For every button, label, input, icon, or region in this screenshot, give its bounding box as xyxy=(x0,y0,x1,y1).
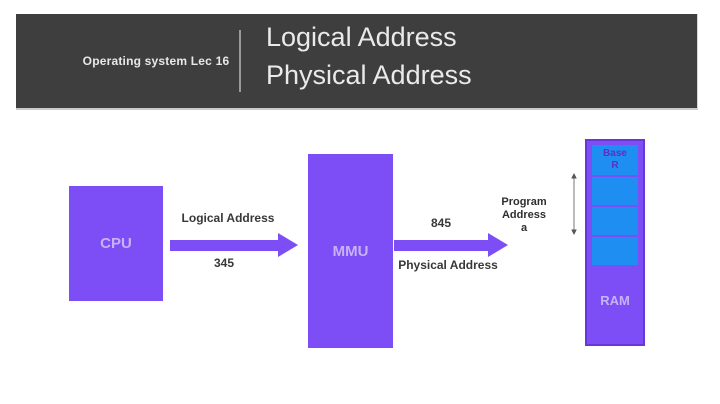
slide-title: Logical Address Physical Address xyxy=(266,18,472,94)
mmu-label: MMU xyxy=(332,242,369,260)
ram-cell-base-register: Base R xyxy=(592,145,638,175)
program-address-line-2: Address xyxy=(501,209,547,221)
logical-address-value: 345 xyxy=(213,256,235,270)
ram-cell xyxy=(592,207,638,235)
physical-address-arrowhead-icon xyxy=(488,233,508,257)
physical-address-arrow xyxy=(394,240,488,251)
logical-address-arrowhead-icon xyxy=(278,233,298,257)
ram-label: RAM xyxy=(600,293,630,308)
program-address-label: Program Address a xyxy=(496,196,552,235)
cpu-box: CPU xyxy=(69,186,163,301)
logical-address-label: Logical Address xyxy=(181,211,275,225)
logical-address-arrow xyxy=(170,240,278,251)
cpu-label: CPU xyxy=(100,235,132,252)
program-address-line-1: Program xyxy=(501,196,547,208)
title-line-2: Physical Address xyxy=(266,60,472,90)
mmu-box: MMU xyxy=(308,154,393,348)
base-register-line-1: Base xyxy=(603,148,627,159)
physical-address-value: 845 xyxy=(430,216,452,230)
slide-header-banner: Operating system Lec 16 Logical Address … xyxy=(16,14,698,110)
title-line-1: Logical Address xyxy=(266,22,457,52)
ram-cells: Base R xyxy=(592,145,638,267)
header-divider-line xyxy=(239,30,241,92)
course-label: Operating system Lec 16 xyxy=(82,54,230,68)
physical-address-label: Physical Address xyxy=(398,258,498,272)
base-register-line-2: R xyxy=(611,160,619,171)
range-double-arrow-icon xyxy=(571,173,577,235)
ram-cell xyxy=(592,177,638,205)
ram-cell xyxy=(592,237,638,265)
ram-box: Base R RAM xyxy=(585,139,645,346)
program-address-line-3: a xyxy=(520,222,528,234)
